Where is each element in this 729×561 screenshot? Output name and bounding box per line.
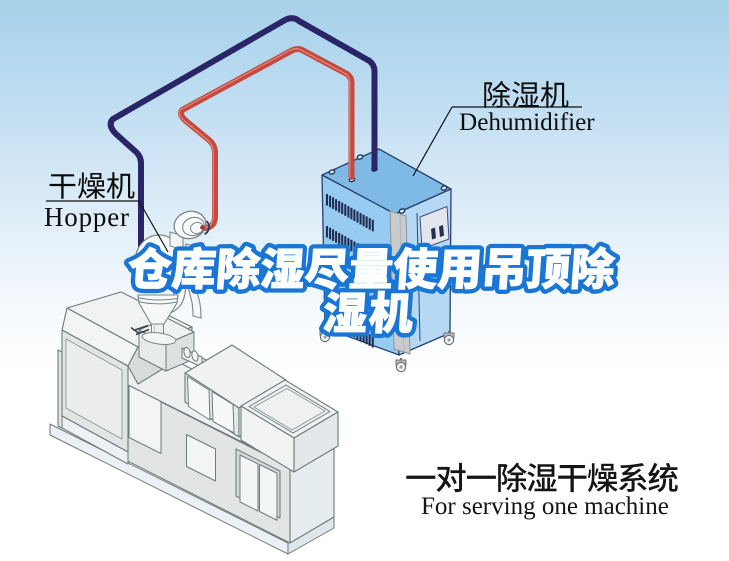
svg-text:Hopper: Hopper bbox=[44, 202, 130, 232]
svg-text:For serving one machine: For serving one machine bbox=[421, 493, 669, 520]
svg-text:Dehumidifier: Dehumidifier bbox=[459, 109, 595, 136]
